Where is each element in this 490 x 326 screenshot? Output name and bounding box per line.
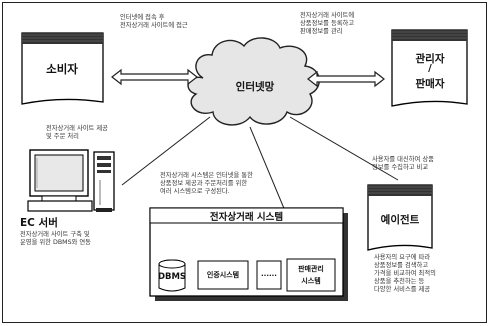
consumer-box-shape	[21, 32, 104, 105]
server-bottom-note: 전자상거래 사이트 구축 및 운영을 위한 DBMS와 연동	[20, 231, 91, 246]
diagram-frame	[2, 2, 487, 323]
admin-box-shape	[391, 29, 468, 107]
auth-system-label: 인증시스템	[206, 271, 240, 279]
admin-seller-label-line2: /	[428, 63, 432, 74]
admin-seller-label-line1: 관리자	[415, 53, 445, 65]
sales-mgmt-label-line2: 시스템	[301, 277, 321, 285]
line-internet-system	[249, 126, 289, 219]
agent-label: 예이전트	[380, 214, 420, 226]
ecommerce-system-title: 전자상거래 시스템	[209, 212, 284, 223]
sales-mgmt-label-line1: 판매관리	[298, 265, 324, 273]
agent-box-shape	[367, 184, 433, 251]
admin-note: 전자상거래 사이트에 상품정보를 등록하고 판매정보를 관리	[300, 12, 355, 35]
server-note: 전자상거래 사이트 제공 및 주문 처리	[46, 125, 108, 140]
agent-note: 사용자를 대신하여 상품 정보를 수집하고 비교	[372, 156, 434, 171]
internet-label: 인터넷망	[235, 81, 275, 93]
consumer-label: 소비자	[46, 62, 78, 76]
line-server-internet	[121, 116, 211, 186]
consumer-note: 인터넷에 접속 후 전자상거래 사이트에 접근	[120, 14, 188, 29]
internet-cloud-shape	[187, 37, 320, 126]
ec-server-label: EC 서버	[20, 217, 58, 229]
arrow-consumer-internet	[111, 68, 198, 86]
ellipsis-label: ......	[261, 270, 277, 278]
system-note: 전자상거래 시스템은 인터넷을 통한 상품정보 제공과 주문처리를 위한 여러 …	[160, 172, 253, 195]
arrow-internet-admin	[307, 70, 385, 88]
ec-server-computer-icon	[27, 149, 115, 212]
agent-bottom-note: 사용자의 요구에 따라 상품정보를 검색하고 가격을 비교하여 최적의 상품을 …	[374, 254, 436, 293]
dbms-label: DBMS	[157, 272, 187, 282]
line-internet-agent	[289, 116, 399, 181]
admin-seller-label-line3: 판매자	[415, 78, 445, 90]
ecommerce-system-shape	[149, 207, 348, 301]
